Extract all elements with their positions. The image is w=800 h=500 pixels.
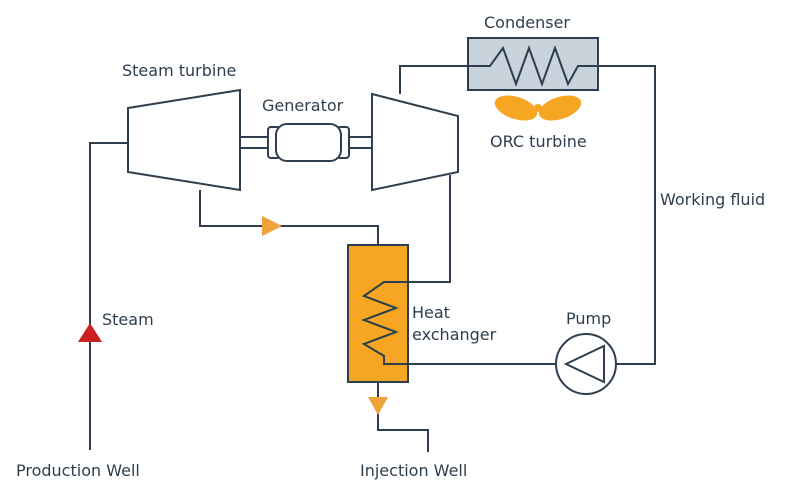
injection-well-label: Injection Well (360, 461, 467, 480)
fan-icon (494, 95, 582, 121)
generator-label: Generator (262, 96, 344, 115)
orc-turbine (371, 92, 459, 192)
condenser-coil (468, 45, 598, 87)
orc-turbine-label: ORC turbine (490, 132, 587, 151)
injection-flow-arrow-icon (368, 397, 388, 415)
production-well-label: Production Well (16, 461, 140, 480)
heat-exchanger-coil (361, 281, 408, 365)
orc-turbine-to-hx-pipe (408, 175, 451, 283)
working-fluid-label: Working fluid (660, 190, 765, 209)
steam-flow-arrow-icon (78, 323, 102, 342)
condenser-label: Condenser (484, 13, 570, 32)
steam-label: Steam (102, 310, 154, 329)
condenser (467, 37, 599, 91)
pump-to-condenser-pipe (598, 65, 656, 365)
exhaust-flow-arrow-icon (262, 216, 282, 236)
heat-exchanger (347, 244, 409, 383)
pump-label: Pump (566, 309, 611, 328)
heat-exchanger-label-line1: Heat (412, 303, 450, 322)
injection-pipe (377, 382, 429, 452)
pump-icon (555, 333, 617, 395)
heat-exchanger-label-line2: exchanger (412, 325, 497, 344)
steam-exhaust-pipe (199, 190, 379, 245)
production-well-pipe (89, 142, 128, 450)
condenser-to-orc-turbine-pipe (399, 65, 468, 94)
steam-turbine-label: Steam turbine (122, 61, 236, 80)
generator (267, 123, 350, 162)
steam-turbine (127, 88, 241, 192)
